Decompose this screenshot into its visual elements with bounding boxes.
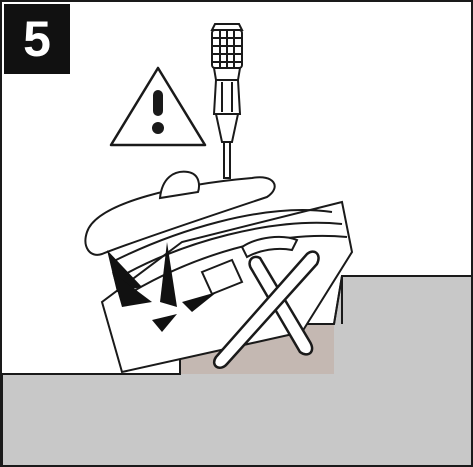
warning-triangle-icon (111, 68, 205, 145)
step-number-badge: 5 (4, 4, 70, 74)
screwdriver-icon (212, 24, 242, 178)
